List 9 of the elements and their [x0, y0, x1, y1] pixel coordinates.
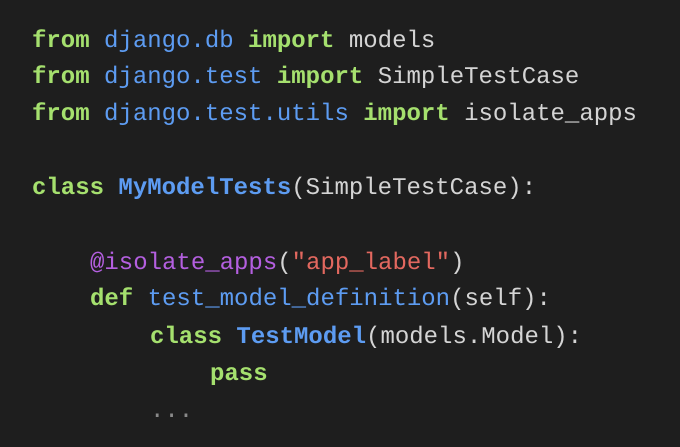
code-line: from django.test import SimpleTestCase — [32, 63, 580, 93]
code-line: class MyModelTests(SimpleTestCase): — [32, 174, 536, 204]
code-line: class TestModel(models.Model): — [150, 323, 582, 353]
code-line: @isolate_apps("app_label") — [90, 249, 464, 279]
code-line: pass — [210, 360, 268, 390]
code-line: def test_model_definition(self): — [90, 285, 551, 315]
code-line: ... — [150, 397, 194, 427]
code-line: from django.db import models — [32, 27, 436, 57]
code-line: from django.test.utils import isolate_apps — [32, 100, 637, 130]
